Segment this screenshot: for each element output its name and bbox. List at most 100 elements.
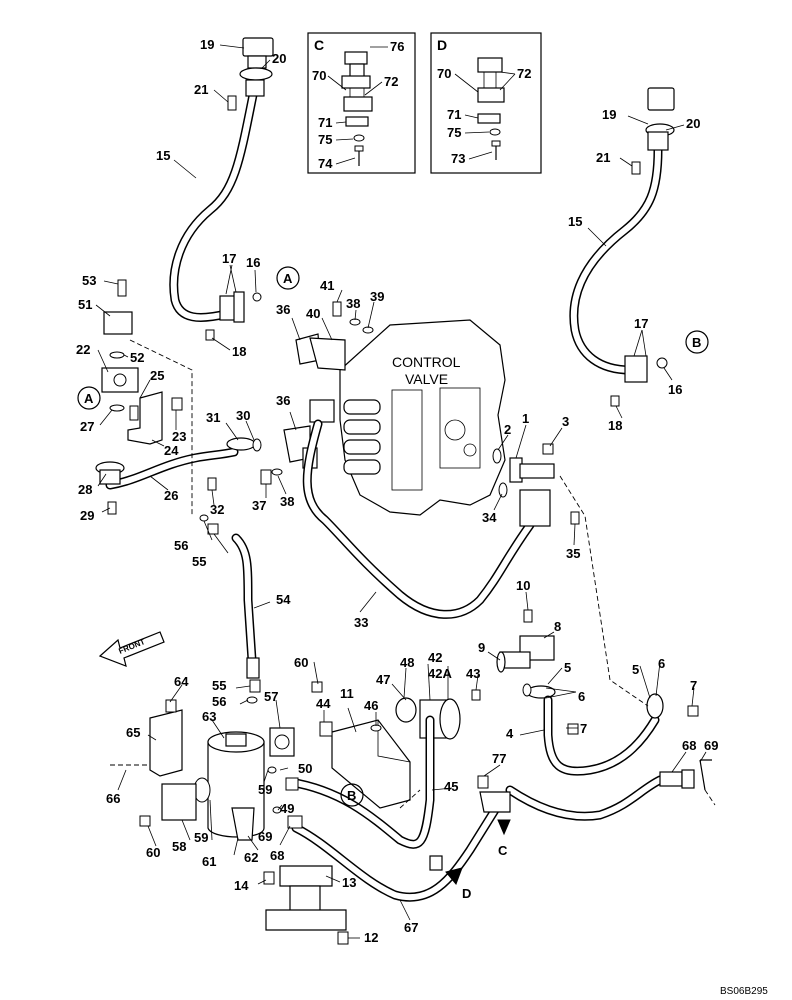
- callout-10: 10: [516, 578, 530, 593]
- front-arrow: FRONT: [98, 631, 165, 667]
- callout-45: 45: [444, 779, 458, 794]
- valve-block-11: [311, 681, 481, 809]
- callout-12: 12: [364, 930, 378, 945]
- callout-21-left: 21: [194, 82, 208, 97]
- callout-47: 47: [376, 672, 390, 687]
- callout-20-right: 20: [686, 116, 700, 131]
- callout-55-low: 55: [212, 678, 226, 693]
- callout-42a: 42A: [428, 666, 452, 681]
- inset-c-71: 71: [318, 115, 332, 130]
- callout-56-low: 56: [212, 694, 226, 709]
- callout-7-mid: 7: [580, 721, 587, 736]
- callout-56-mid: 56: [174, 538, 188, 553]
- callout-16-left: 16: [246, 255, 260, 270]
- callout-18-left: 18: [232, 344, 246, 359]
- callout-57: 57: [264, 689, 278, 704]
- callout-66: 66: [106, 791, 120, 806]
- base-13: [263, 865, 349, 945]
- callout-54: 54: [276, 592, 291, 607]
- callout-39: 39: [370, 289, 384, 304]
- callout-13: 13: [342, 875, 356, 890]
- view-arrow-d-label: D: [462, 886, 471, 901]
- callout-33: 33: [354, 615, 368, 630]
- inset-c-70: 70: [312, 68, 326, 83]
- callout-4: 4: [506, 726, 514, 741]
- callout-69-low: 69: [258, 829, 272, 844]
- callout-59-mid: 59: [258, 782, 272, 797]
- inset-c-76: 76: [390, 39, 404, 54]
- callout-64: 64: [174, 674, 189, 689]
- callout-14: 14: [234, 878, 249, 893]
- view-marker-b-right: B: [692, 335, 701, 350]
- callout-52: 52: [130, 350, 144, 365]
- callout-15-left: 15: [156, 148, 170, 163]
- view-marker-b-bottom: B: [347, 788, 356, 803]
- control-valve: CONTROL VALVE: [339, 319, 506, 516]
- callout-28: 28: [78, 482, 92, 497]
- callout-55-mid: 55: [192, 554, 206, 569]
- callout-68-right: 68: [682, 738, 696, 753]
- callout-21-right: 21: [596, 150, 610, 165]
- callout-3: 3: [562, 414, 569, 429]
- callout-51: 51: [78, 297, 92, 312]
- callout-22: 22: [76, 342, 90, 357]
- callout-labels: 19 20 21 15 17 16 18 53 51 22 52 25 27 2…: [76, 37, 718, 945]
- callout-17-right: 17: [634, 316, 648, 331]
- callout-29: 29: [80, 508, 94, 523]
- callout-60-low: 60: [146, 845, 160, 860]
- pipe-33: [302, 419, 551, 619]
- callout-7-right: 7: [690, 678, 697, 693]
- inset-d-70: 70: [437, 66, 451, 81]
- callout-38-mid: 38: [280, 494, 294, 509]
- callout-8: 8: [554, 619, 561, 634]
- callout-26: 26: [164, 488, 178, 503]
- inset-c-74: 74: [318, 156, 333, 171]
- callout-6-right: 6: [658, 656, 665, 671]
- hose-15-left: [169, 37, 274, 341]
- callout-48: 48: [400, 655, 414, 670]
- callout-61: 61: [202, 854, 216, 869]
- callout-27: 27: [80, 419, 94, 434]
- callout-43: 43: [466, 666, 480, 681]
- callout-5-mid: 5: [564, 660, 571, 675]
- view-marker-a-top: A: [283, 271, 293, 286]
- hose-68: [505, 759, 716, 821]
- callout-16-right: 16: [668, 382, 682, 397]
- callout-68-low: 68: [270, 848, 284, 863]
- callout-23: 23: [172, 429, 186, 444]
- callout-36-top: 36: [276, 302, 290, 317]
- view-arrow-c-label: C: [498, 843, 508, 858]
- callout-34: 34: [482, 510, 497, 525]
- inset-d-73: 73: [451, 151, 465, 166]
- inset-c: C 76 70 72 71 75 74: [307, 32, 416, 174]
- inset-d: D 70 72 71 75 73: [430, 32, 542, 174]
- inset-c-72: 72: [384, 74, 398, 89]
- view-marker-a-left: A: [84, 391, 94, 406]
- control-valve-label-2: VALVE: [405, 371, 448, 387]
- callout-11: 11: [340, 686, 354, 701]
- callout-24: 24: [164, 443, 179, 458]
- callout-6-mid: 6: [578, 689, 585, 704]
- callout-44: 44: [316, 696, 331, 711]
- callout-67: 67: [404, 920, 418, 935]
- right-fitting-group: [492, 443, 580, 525]
- inset-d-75: 75: [447, 125, 461, 140]
- hose-15-right: [569, 87, 675, 407]
- callout-1: 1: [522, 411, 529, 426]
- hose-54: [199, 514, 260, 679]
- callout-31: 31: [206, 410, 220, 425]
- callout-25: 25: [150, 368, 164, 383]
- callout-18-right: 18: [608, 418, 622, 433]
- callout-58: 58: [172, 839, 186, 854]
- hose-4: [543, 693, 699, 776]
- callout-32: 32: [210, 502, 224, 517]
- callout-36-mid: 36: [276, 393, 290, 408]
- callout-65: 65: [126, 725, 140, 740]
- callout-63: 63: [202, 709, 216, 724]
- callout-59-low: 59: [194, 830, 208, 845]
- callout-46: 46: [364, 698, 378, 713]
- inset-c-title: C: [314, 37, 324, 53]
- drawing-code: BS06B295: [720, 986, 768, 997]
- view-arrow-d-icon: [445, 867, 463, 885]
